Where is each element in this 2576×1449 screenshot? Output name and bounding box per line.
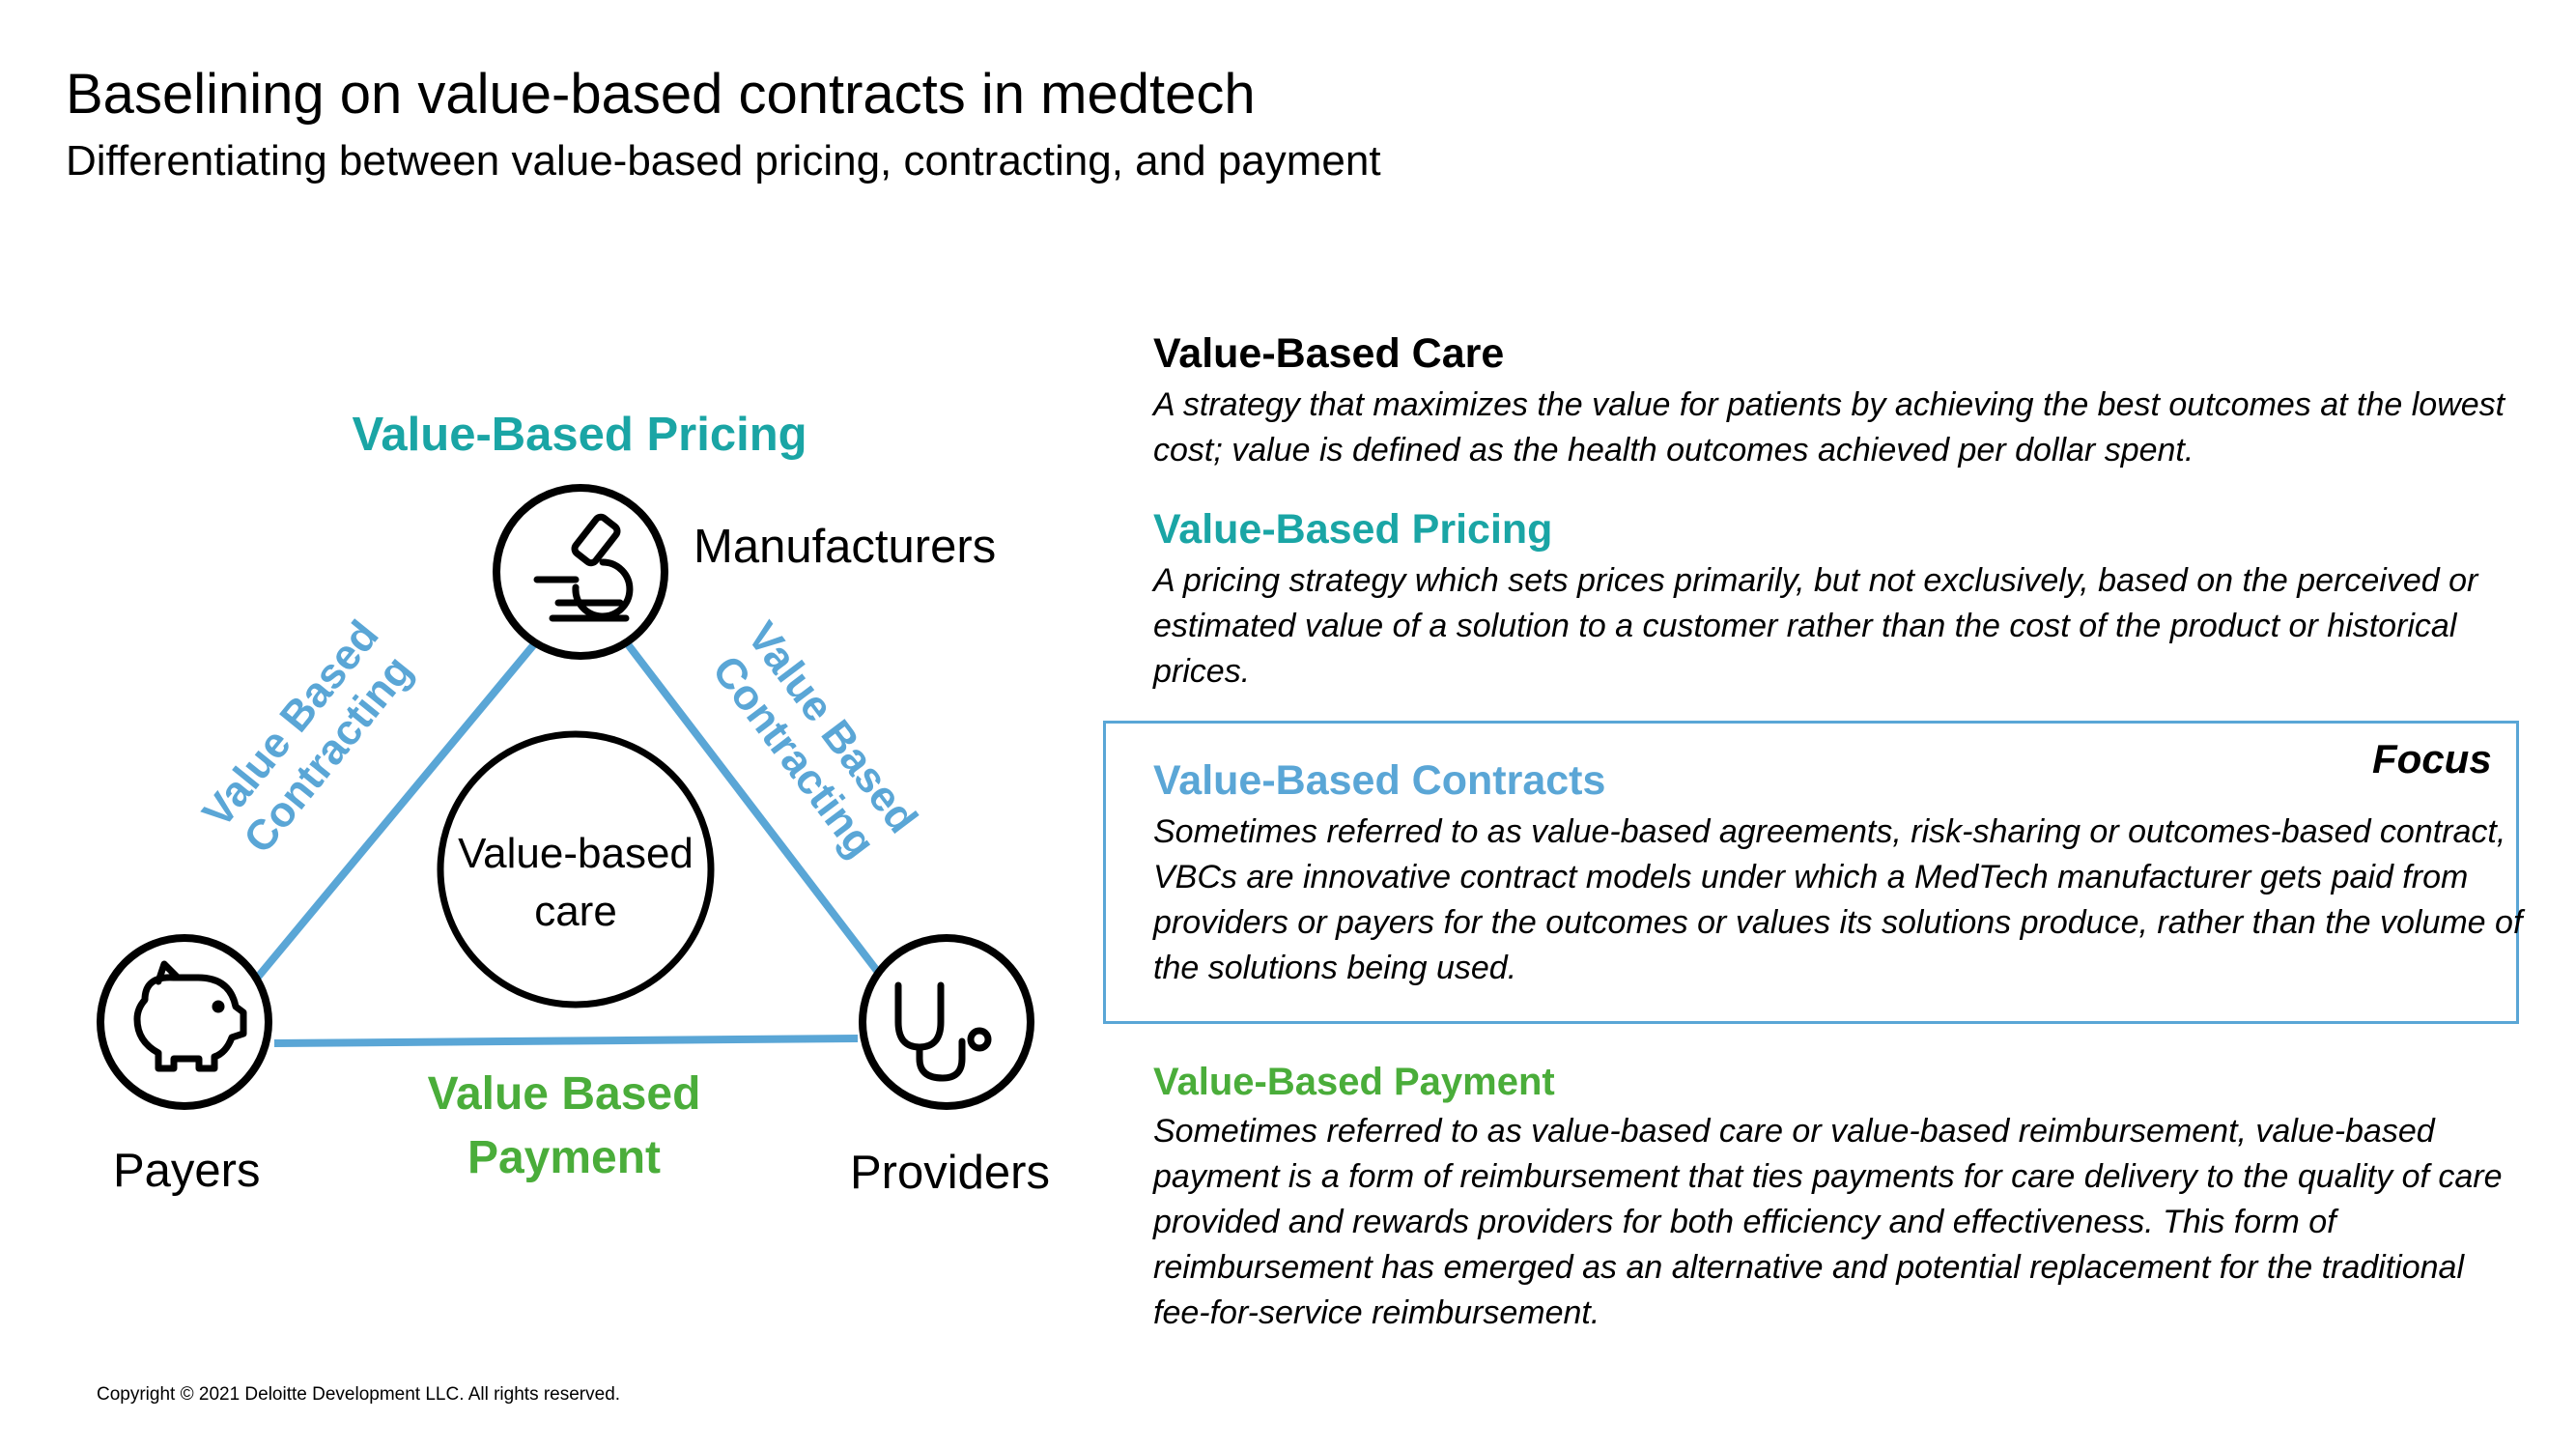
bottom-edge bbox=[273, 1035, 859, 1047]
payers-label: Payers bbox=[113, 1145, 261, 1197]
definition-text-contracts: Sometimes referred to as value-based agr… bbox=[1153, 813, 2523, 986]
definition-heading-pricing: Value-Based Pricing bbox=[1153, 506, 1553, 553]
center-label-line2: care bbox=[534, 888, 617, 935]
right-edge bbox=[624, 641, 881, 974]
providers-node: Providers bbox=[850, 934, 1050, 1199]
copyright-notice: Copyright © 2021 Deloitte Development LL… bbox=[97, 1384, 621, 1405]
payers-node: Payers bbox=[97, 934, 272, 1197]
stethoscope-icon bbox=[894, 981, 992, 1082]
focus-box bbox=[1103, 721, 2519, 1024]
page-subtitle: Differentiating between value-based pric… bbox=[66, 137, 1381, 185]
bottom-payment-line2: Payment bbox=[467, 1132, 661, 1183]
providers-label: Providers bbox=[850, 1147, 1050, 1199]
microscope-icon bbox=[533, 513, 634, 622]
focus-label: Focus bbox=[2372, 736, 2492, 781]
definition-text-payment: Sometimes referred to as value-based car… bbox=[1153, 1113, 2503, 1331]
right-contracting-label: Value Based Contracting bbox=[703, 613, 926, 867]
left-edge bbox=[251, 641, 538, 983]
value-triangle-diagram: Value-based care Value-Based Pricing Man… bbox=[97, 409, 1050, 1199]
definition-text-pricing: A pricing strategy which sets prices pri… bbox=[1153, 562, 2478, 690]
center-label-line1: Value-based bbox=[458, 830, 694, 877]
definition-heading-contracts: Value-Based Contracts bbox=[1153, 757, 1606, 804]
definition-heading-care: Value-Based Care bbox=[1153, 330, 1505, 377]
manufacturers-label: Manufacturers bbox=[694, 521, 996, 573]
top-pricing-label: Value-Based Pricing bbox=[352, 409, 807, 461]
bottom-payment-line1: Value Based bbox=[428, 1068, 701, 1120]
left-contracting-label: Value Based Contracting bbox=[193, 611, 421, 862]
manufacturers-node: Manufacturers bbox=[493, 484, 996, 660]
page-title: Baselining on value-based contracts in m… bbox=[66, 63, 1256, 126]
definition-text-care: A strategy that maximizes the value for … bbox=[1153, 386, 2505, 469]
definition-heading-payment: Value-Based Payment bbox=[1153, 1061, 1555, 1103]
center-circle bbox=[437, 730, 715, 1009]
piggy-bank-icon bbox=[133, 960, 247, 1072]
